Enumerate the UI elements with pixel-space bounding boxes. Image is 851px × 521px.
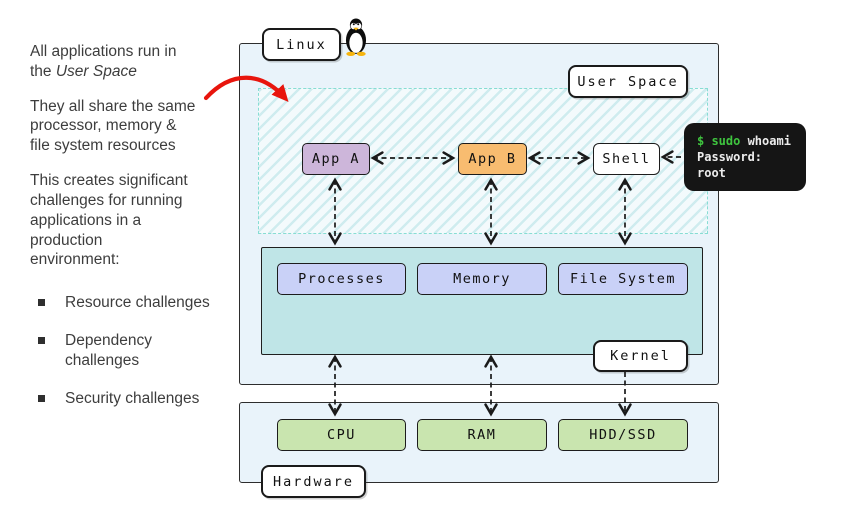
terminal-window: $ sudo whoami Password: root (684, 123, 806, 191)
challenges-list: Resource challenges Dependency challenge… (30, 293, 238, 408)
hardware-label: Hardware (261, 465, 366, 498)
list-item: Security challenges (30, 389, 238, 409)
linux-label: Linux (262, 28, 341, 61)
hdd-ssd-box: HDD/SSD (558, 419, 688, 451)
square-bullet-icon (38, 394, 45, 402)
list-item-label: Dependency challenges (65, 332, 153, 369)
user-space-label: User Space (568, 65, 688, 98)
square-bullet-icon (38, 337, 45, 345)
list-item: Resource challenges (30, 293, 238, 313)
terminal-line-1: $ sudo whoami (697, 133, 806, 149)
list-item-label: Resource challenges (65, 294, 210, 312)
processes-box: Processes (277, 263, 406, 295)
terminal-prompt: $ sudo (697, 134, 741, 148)
app-b-box: App B (458, 143, 527, 175)
note-paragraph-1-text: All applications run in the (30, 43, 177, 80)
note-paragraph-1-emphasis: User Space (55, 62, 137, 80)
note-paragraph-1: All applications run in the User Space (30, 42, 238, 82)
terminal-command: whoami (740, 134, 791, 148)
tux-penguin-icon (345, 18, 367, 56)
terminal-line-2: Password: (697, 150, 763, 164)
list-item-label: Security challenges (65, 389, 200, 407)
note-paragraph-2: They all share the same processor, memor… (30, 97, 196, 155)
note-paragraph-3: This creates significant challenges for … (30, 172, 188, 269)
app-a-box: App A (302, 143, 370, 175)
cpu-box: CPU (277, 419, 406, 451)
shell-box: Shell (593, 143, 660, 175)
ram-box: RAM (417, 419, 547, 451)
file-system-box: File System (558, 263, 688, 295)
memory-box: Memory (417, 263, 547, 295)
square-bullet-icon (38, 299, 45, 307)
kernel-label: Kernel (593, 340, 688, 372)
list-item: Dependency challenges (30, 331, 238, 371)
terminal-line-3: root (697, 166, 726, 180)
annotation-notes: All applications run in the User Space T… (30, 42, 238, 427)
